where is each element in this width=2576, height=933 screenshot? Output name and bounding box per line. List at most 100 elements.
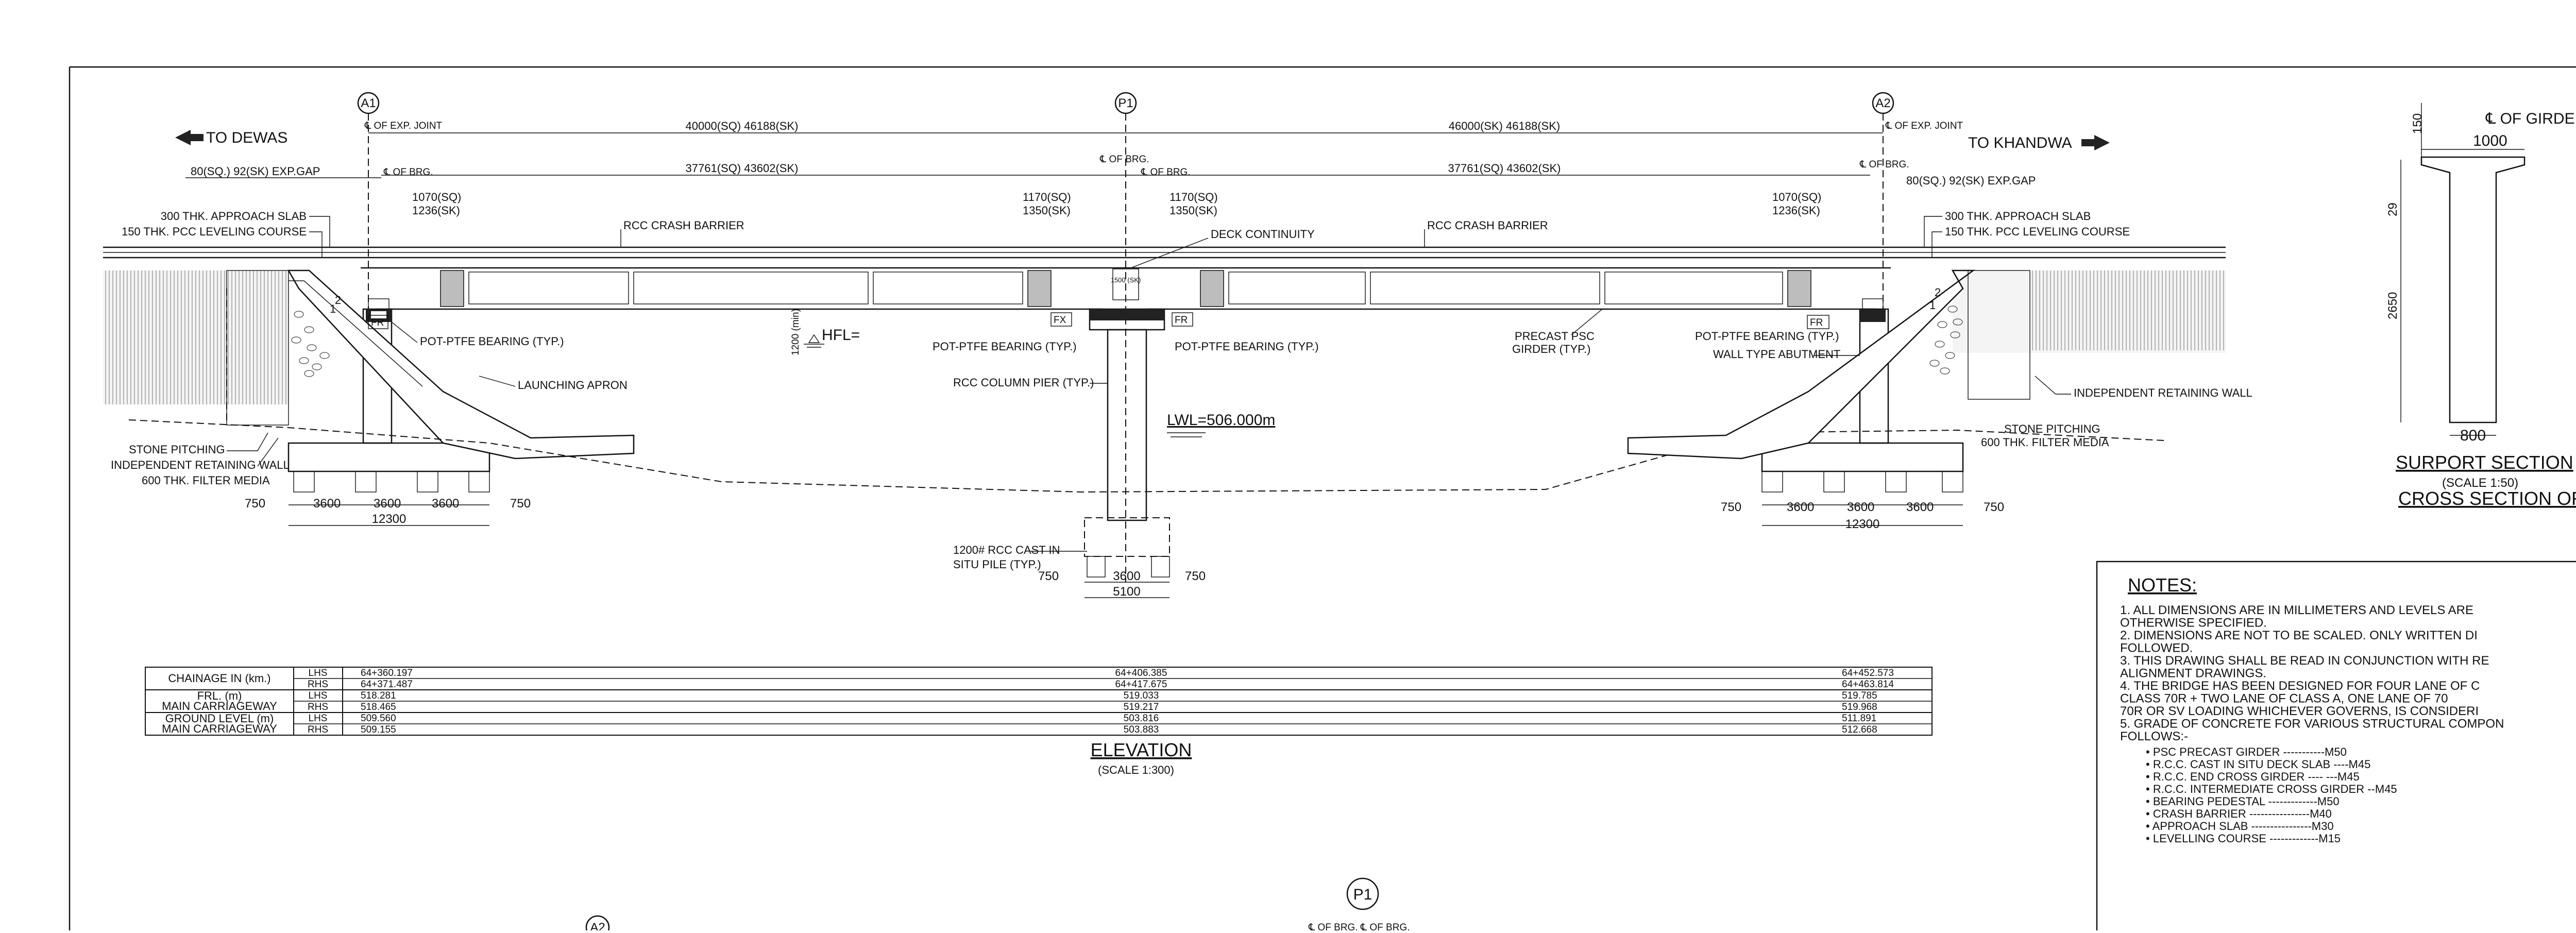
slope-1-left: 1: [330, 302, 336, 315]
dim-3600-l2: 3600: [374, 497, 401, 511]
direction-left: TO DEWAS: [175, 129, 287, 146]
table-cell: 512.668: [1842, 724, 1877, 735]
table-side-label: RHS: [308, 702, 328, 713]
dim-3600-r2: 3600: [1847, 500, 1874, 514]
fr-pier: FR: [1175, 315, 1188, 326]
grade-line: • CRASH BARRIER ----------------M40: [2146, 807, 2332, 820]
table-row-label: MAIN CARRIAGEWAY: [162, 700, 277, 713]
dim-12300-right: 12300: [1845, 517, 1880, 531]
support-section: ℄ OF GIRDER 1000 150 29 2650 800 SURPORT…: [2386, 103, 2576, 509]
dim-750-l1: 750: [245, 497, 265, 511]
table-side-label: LHS: [309, 690, 328, 701]
dim-750-r2: 750: [1984, 500, 2004, 514]
table-cell: 511.891: [1842, 713, 1876, 724]
table-side-label: RHS: [308, 679, 328, 690]
grade-line: • R.C.C. INTERMEDIATE CROSS GIRDER --M45: [2146, 783, 2397, 795]
right-foundation-dims: 750 3600 3600 3600 750 12300: [1721, 500, 2004, 531]
pile-label-2: SITU PILE (TYP.): [953, 558, 1041, 571]
table-side-label: LHS: [309, 668, 328, 678]
grade-line: • R.C.C. CAST IN SITU DECK SLAB ----M45: [2146, 758, 2370, 771]
pier-1500-label: 1500 (SK): [1111, 276, 1141, 284]
cl-girder-label: ℄ OF GIRDER: [2485, 110, 2576, 127]
dim-750-r1: 750: [1721, 500, 1741, 514]
dim-2650: 2650: [2386, 292, 2400, 319]
pot-ptfe-right: POT-PTFE BEARING (TYP.): [1695, 330, 1839, 343]
dim-1350-right: 1350(SK): [1170, 204, 1217, 217]
left-embankment: [103, 270, 289, 404]
dim-750-l2: 750: [510, 497, 531, 511]
dim-1070-left: 1070(SQ): [412, 191, 461, 203]
dim-750-p1: 750: [1038, 569, 1059, 583]
dim-1200-min: 1200 (min): [790, 309, 801, 355]
stone-pitching-left: STONE PITCHING: [129, 443, 225, 456]
span-dimensions: 40000(SQ) 46188(SK) 46000(SK) 46188(SK) …: [185, 120, 2036, 217]
notes-panel: NOTES: 1. ALL DIMENSIONS ARE IN MILLIMET…: [2096, 561, 2576, 930]
table-cell: 64+360.197: [361, 668, 413, 678]
pot-ptfe-left: POT-PTFE BEARING (TYP.): [420, 335, 564, 348]
lower-brg-label: ℄ OF BRG. ℄ OF BRG.: [1308, 922, 1410, 930]
axis-a1-label: A1: [361, 96, 376, 110]
table-cell: 64+463.814: [1842, 679, 1894, 690]
indep-wall-left: INDEPENDENT RETAINING WALL: [111, 459, 290, 471]
table-side-label: LHS: [309, 713, 328, 724]
wall-abutment-label: WALL TYPE ABUTMENT: [1713, 348, 1840, 361]
dim-5100: 5100: [1113, 585, 1140, 599]
note-line: OTHERWISE SPECIFIED.: [2120, 616, 2267, 630]
precast-girder-2: GIRDER (TYP.): [1512, 343, 1590, 355]
axis-a2-label: A2: [1875, 96, 1890, 110]
dim-3600-r3: 3600: [1906, 500, 1934, 514]
p1-brg-label-left: ℄ OF BRG.: [1099, 154, 1149, 165]
dim-750-p2: 750: [1185, 569, 1206, 583]
notes-heading: NOTES:: [2128, 574, 2197, 596]
table-cell: 519.968: [1842, 702, 1877, 713]
note-line: 3. THIS DRAWING SHALL BE READ IN CONJUNC…: [2120, 654, 2489, 668]
note-line: CLASS 70R + TWO LANE OF CLASS A, ONE LAN…: [2120, 692, 2448, 706]
table-cell: 509.155: [361, 724, 396, 735]
grade-line: • APPROACH SLAB ----------------M30: [2146, 820, 2334, 833]
left-foundation-dims: 750 3600 3600 3600 750 12300: [245, 497, 531, 526]
table-cell: 64+417.675: [1115, 679, 1167, 690]
grade-line: • BEARING PEDESTAL -------------M50: [2146, 795, 2340, 808]
table-cell: 519.785: [1842, 690, 1877, 701]
table-cell: 503.816: [1124, 713, 1159, 724]
table-cell: 518.465: [361, 702, 396, 713]
table-cell: 519.033: [1124, 690, 1159, 701]
brg2-dim: 37761(SQ) 43602(SK): [1448, 162, 1561, 175]
deck-superstructure: 1500 (SK): [103, 246, 2226, 310]
axis-p1-label: P1: [1118, 96, 1133, 110]
axis-a1-marker: A1: [357, 92, 380, 309]
filter-media-right: 600 THK. FILTER MEDIA: [1981, 436, 2109, 449]
table-row-label: FRL. (m): [197, 689, 242, 702]
span2-dim: 46000(SK) 46188(SK): [1449, 120, 1560, 132]
note-line: FOLLOWS:-: [2120, 730, 2188, 743]
stone-pitching-right: STONE PITCHING: [2004, 422, 2100, 435]
table-cell: 64+452.573: [1842, 668, 1894, 678]
expgap-left: 80(SQ.) 92(SK) EXP.GAP: [191, 165, 320, 178]
a2-brg-label: ℄ OF BRG.: [1859, 159, 1909, 170]
left-abutment: 2 1: [226, 269, 635, 493]
indep-wall-right: INDEPENDENT RETAINING WALL: [2074, 386, 2252, 399]
table-row-label: MAIN CARRIAGEWAY: [162, 722, 277, 735]
slope-2-1-left: 2: [335, 294, 341, 307]
elevation-title: ELEVATION: [1091, 739, 1192, 760]
a1-exp-joint-label: ℄ OF EXP. JOINT: [364, 121, 443, 131]
axis-a2-marker: A2: [1872, 92, 1894, 309]
axis-p1-marker: P1: [1114, 92, 1137, 582]
elevation-scale: (SCALE 1:300): [1098, 764, 1174, 776]
pile-label-1: 1200# RCC CAST IN: [953, 544, 1060, 556]
lwl-label: LWL=506.000m: [1167, 412, 1275, 429]
hfl-label: HFL=: [822, 327, 860, 344]
pot-ptfe-pier-right: POT-PTFE BEARING (TYP.): [1175, 340, 1319, 353]
p1-brg-label-right: ℄ OF BRG.: [1141, 167, 1191, 178]
fr-right: FR: [1810, 317, 1823, 328]
grade-line: • R.C.C. END CROSS GIRDER ---- ---M45: [2146, 770, 2360, 783]
table-side-label: RHS: [308, 724, 328, 735]
note-line: ALIGNMENT DRAWINGS.: [2120, 667, 2266, 681]
fr-left: FR: [371, 317, 384, 328]
sheet-border: [69, 66, 2576, 930]
table-cell: 64+371.487: [361, 679, 413, 690]
note-line: FOLLOWED.: [2120, 641, 2193, 655]
table-cell: 64+406.385: [1115, 668, 1167, 678]
dim-3600-l3: 3600: [432, 497, 459, 511]
